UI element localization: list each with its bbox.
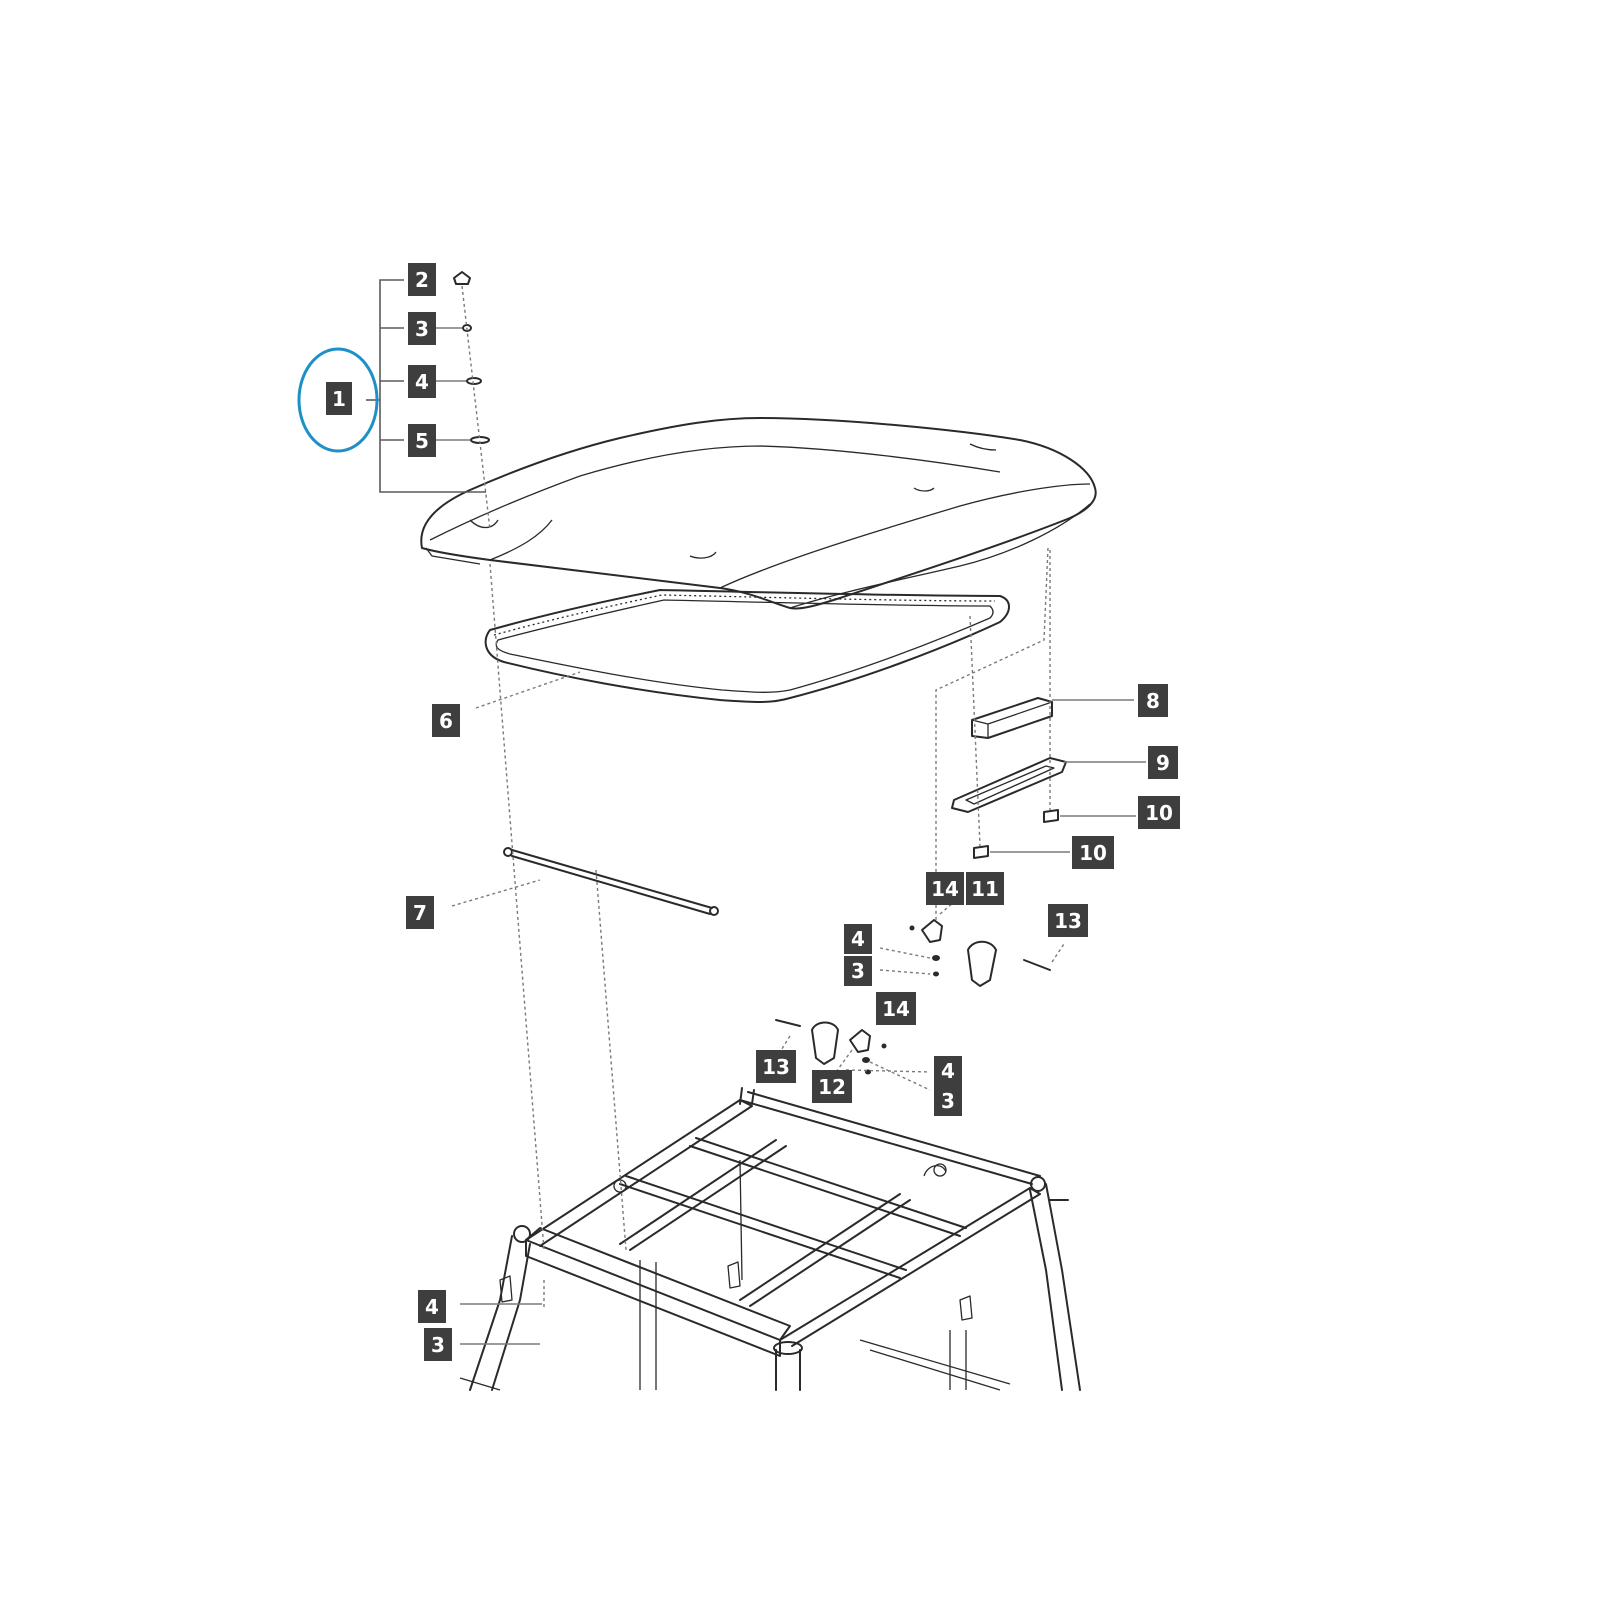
callout-4-hinge-upper: 4: [844, 924, 872, 954]
callout-10-left: 10: [1072, 836, 1114, 869]
callout-6: 6: [432, 704, 460, 737]
callout-9: 9: [1148, 746, 1178, 779]
alignment-leaders: [489, 547, 1051, 1310]
callout-leaders: [366, 279, 1146, 1345]
callout-3-hinge-upper: 3: [844, 956, 872, 986]
svg-text:2: 2: [415, 268, 429, 292]
callout-7: 7: [406, 896, 434, 929]
callout-3: 3: [408, 312, 436, 345]
svg-text:9: 9: [1156, 751, 1170, 775]
svg-text:4: 4: [851, 927, 865, 951]
cab-frame: [459, 1087, 1081, 1391]
callout-13-lower: 13: [756, 1050, 796, 1083]
callout-11: 11: [966, 872, 1004, 905]
callout-4: 4: [408, 365, 436, 398]
svg-text:4: 4: [415, 370, 429, 394]
callout-2: 2: [408, 263, 436, 296]
callout-5: 5: [408, 424, 436, 457]
callout-14-lower: 14: [876, 992, 916, 1025]
callout-8: 8: [1138, 684, 1168, 717]
callout-3-hinge-lower: 3: [934, 1086, 962, 1116]
roof-panel: [420, 417, 1097, 610]
svg-text:14: 14: [931, 877, 959, 901]
svg-text:13: 13: [1054, 909, 1082, 933]
svg-text:12: 12: [818, 1075, 846, 1099]
highlight-ellipse: [297, 347, 379, 453]
callout-14-upper: 14: [926, 872, 964, 905]
svg-text:14: 14: [882, 997, 910, 1021]
svg-text:4: 4: [941, 1059, 955, 1083]
svg-text:6: 6: [439, 709, 453, 733]
svg-text:11: 11: [971, 877, 999, 901]
trim-strip: [503, 847, 719, 916]
svg-text:10: 10: [1145, 801, 1173, 825]
svg-text:7: 7: [413, 901, 427, 925]
callout-4-frame: 4: [418, 1290, 446, 1323]
callout-3-frame: 3: [424, 1328, 452, 1361]
roof-seal: [484, 589, 1010, 703]
svg-text:4: 4: [425, 1295, 439, 1319]
callout-1: 1: [326, 382, 352, 415]
svg-text:8: 8: [1146, 689, 1160, 713]
svg-text:3: 3: [415, 317, 429, 341]
bolt-and-washers: [453, 271, 491, 531]
svg-text:3: 3: [431, 1333, 445, 1357]
svg-text:13: 13: [762, 1055, 790, 1079]
svg-text:3: 3: [851, 959, 865, 983]
svg-text:1: 1: [332, 387, 346, 411]
hinge-parts-upper: [909, 919, 1051, 987]
callout-13-upper: 13: [1048, 904, 1088, 937]
svg-text:3: 3: [941, 1089, 955, 1113]
callout-4-hinge-lower: 4: [934, 1056, 962, 1086]
callout-12: 12: [812, 1070, 852, 1103]
svg-text:5: 5: [415, 429, 429, 453]
callout-10-right: 10: [1138, 796, 1180, 829]
vent-assembly: [951, 697, 1067, 859]
svg-text:10: 10: [1079, 841, 1107, 865]
